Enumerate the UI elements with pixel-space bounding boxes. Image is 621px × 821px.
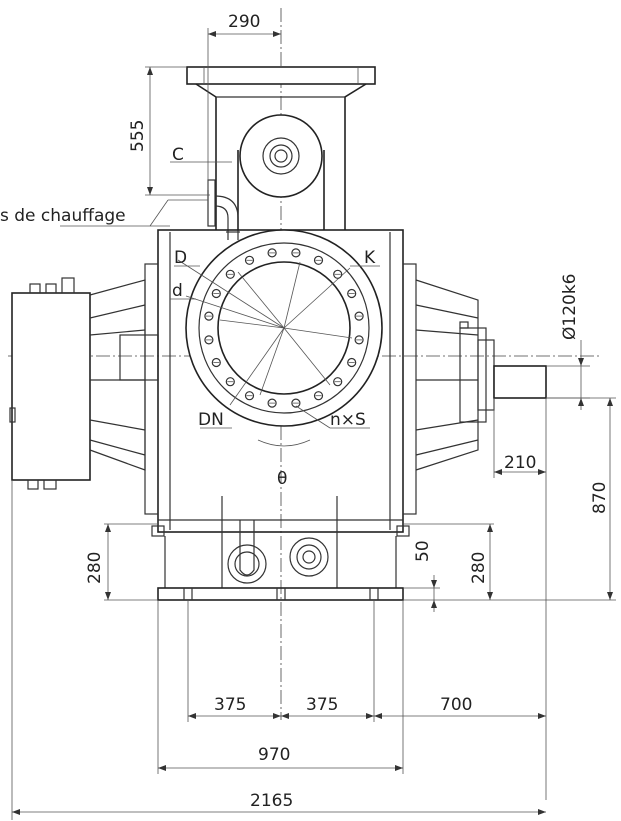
- dim-foot-height-left: 280: [85, 552, 105, 584]
- label-outer-diameter: D: [174, 248, 187, 268]
- dim-shaft-length: 210: [504, 453, 536, 473]
- dim-c: C: [172, 145, 184, 165]
- note-heating: s de chauffage: [0, 206, 126, 226]
- dim-overall-length: 2165: [250, 791, 293, 811]
- dim-top-width: 290: [228, 12, 260, 32]
- flange-labels: D d K DN n×S θ: [172, 248, 376, 489]
- dim-base-width: 970: [258, 745, 290, 765]
- notes: s de chauffage: [0, 206, 126, 226]
- heating-pipe: [60, 179, 240, 240]
- label-angle: θ: [277, 469, 287, 489]
- dimension-lines: [11, 28, 616, 820]
- label-nominal-diameter: DN: [198, 410, 224, 430]
- dim-base-thickness: 50: [413, 540, 433, 562]
- dim-top-height: 555: [128, 120, 148, 152]
- label-holes: n×S: [330, 410, 366, 430]
- left-cover: [9, 263, 159, 515]
- dim-foot-height-right: 280: [469, 552, 489, 584]
- label-inner-diameter: d: [172, 281, 183, 301]
- dim-bolt-spacing-right: 375: [306, 695, 338, 715]
- dimension-labels: 290 555 C Ø120k6 210 870 280 280 50 375 …: [85, 12, 610, 811]
- base: [151, 496, 410, 601]
- dim-shaft-overhang: 700: [440, 695, 472, 715]
- right-bearing: [402, 263, 547, 515]
- inlet-housing: [186, 66, 376, 230]
- flange: [177, 229, 383, 427]
- dim-shaft-diameter: Ø120k6: [560, 274, 580, 341]
- dim-bolt-spacing-left: 375: [214, 695, 246, 715]
- dim-shaft-height: 870: [590, 482, 610, 514]
- flange-bolt-holes: [204, 248, 364, 408]
- label-bolt-circle: K: [364, 248, 376, 268]
